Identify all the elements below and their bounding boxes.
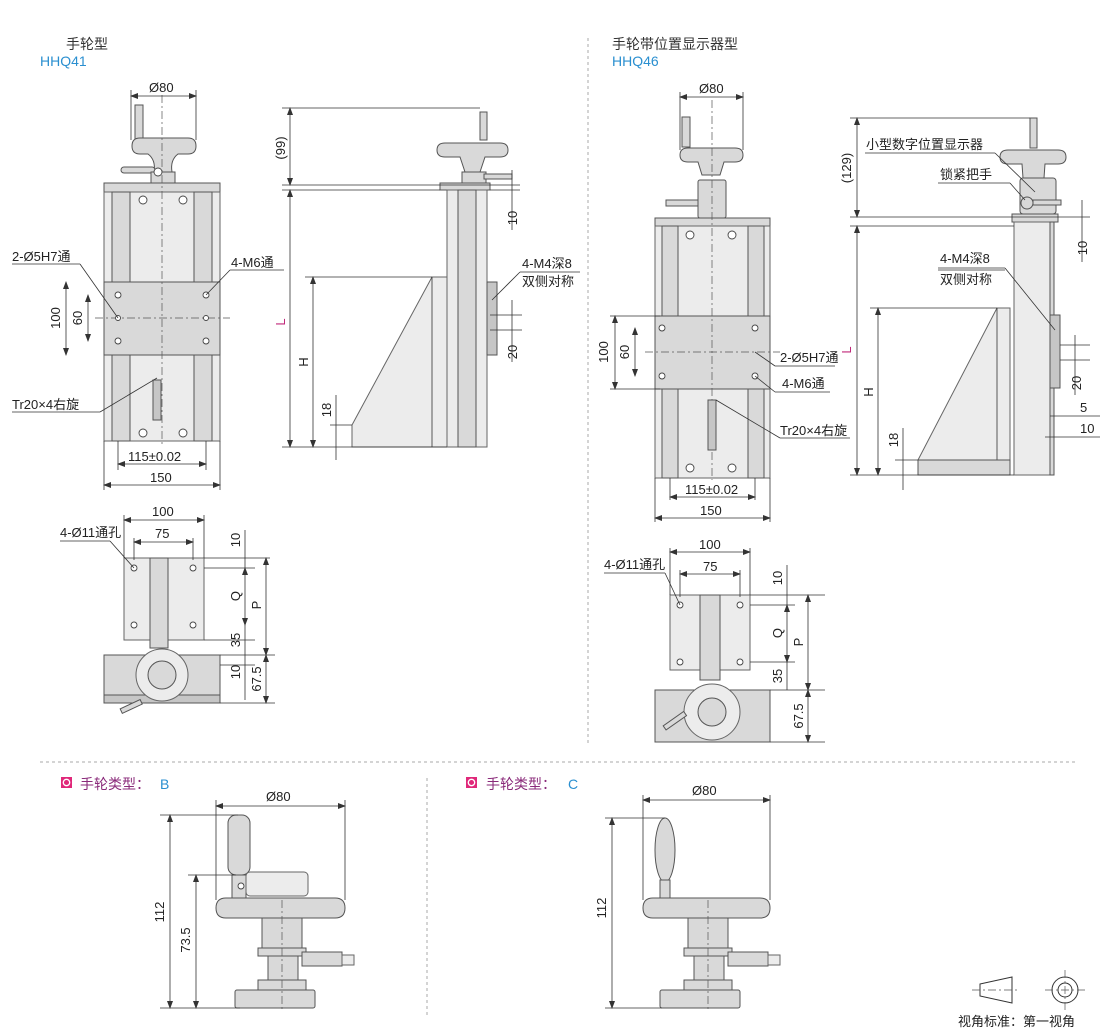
label-digital-display: 小型数字位置显示器 <box>866 137 983 152</box>
dim-dia80-b: Ø80 <box>266 789 291 804</box>
left-side-view <box>351 111 513 448</box>
dim-100: 100 <box>48 307 63 329</box>
dim-P: P <box>249 601 264 610</box>
handwheel <box>131 137 197 173</box>
left-top-view <box>103 557 221 715</box>
dim-top-100-right: 100 <box>699 537 721 552</box>
dim-18: 18 <box>319 403 334 417</box>
dim-115: 115±0.02 <box>128 449 181 464</box>
dim-10-right: 10 <box>1075 241 1090 255</box>
dim-18-right: 18 <box>886 433 901 447</box>
label-pin-hole-right: 2-Ø5H7通 <box>780 350 839 365</box>
type-b-dimensions: Ø80 112 73.5 <box>152 789 346 1009</box>
type-c-label: 手轮类型： <box>486 776 556 792</box>
dim-112-c: 112 <box>594 898 609 919</box>
label-symmetric: 双侧对称 <box>522 274 574 289</box>
handwheel-grip <box>134 104 144 141</box>
left-title: 手轮型 <box>66 36 108 52</box>
label-lock-handle: 锁紧把手 <box>940 167 992 182</box>
right-side-dimensions: (129) 小型数字位置显示器 锁紧把手 L H 18 10 4-M4深8 双侧… <box>839 117 1100 490</box>
right-top-view <box>654 594 771 743</box>
dim-H: H <box>296 357 311 366</box>
dim-20-right: 20 <box>1069 376 1084 390</box>
dim-dia80-c: Ø80 <box>692 783 717 798</box>
dim-35-right: 35 <box>770 669 785 683</box>
label-pin-hole: 2-Ø5H7通 <box>12 249 71 264</box>
dim-67-5: 67.5 <box>249 666 264 691</box>
lock-lever <box>120 166 156 174</box>
label-lead-screw-right: Tr20×4右旋 <box>780 423 847 438</box>
left-front-view <box>95 95 230 445</box>
label-symmetric-right: 双侧对称 <box>940 272 992 287</box>
dim-top-10a: 10 <box>228 533 243 547</box>
dim-67-5-right: 67.5 <box>791 703 806 728</box>
dim-60: 60 <box>70 311 85 325</box>
left-top-dimensions: 100 75 4-Ø11通孔 10 Q 35 10 P 67.5 <box>60 504 275 704</box>
dim-99: (99) <box>273 136 288 159</box>
projection-cone-icon <box>979 976 1013 1004</box>
dim-H-right: H <box>861 387 876 396</box>
dim-Q-right: Q <box>770 628 785 638</box>
dim-35: 35 <box>228 633 243 647</box>
label-mount-holes: 4-Ø11通孔 <box>60 525 121 540</box>
lock-handle <box>1020 196 1034 210</box>
right-front-view <box>645 100 780 480</box>
label-m6-hole: 4-M6通 <box>231 255 274 270</box>
label-m4: 4-M4深8 <box>522 256 572 271</box>
label-mount-holes-right: 4-Ø11通孔 <box>604 557 665 572</box>
dim-top-100: 100 <box>152 504 174 519</box>
dim-129: (129) <box>839 153 854 183</box>
right-front-dimensions: Ø80 100 60 2-Ø5H7通 4-M6通 Tr20×4右旋 115±0.… <box>596 81 850 522</box>
label-m4-right: 4-M4深8 <box>940 251 990 266</box>
dim-L-right: L <box>839 346 854 353</box>
type-c-dimensions: Ø80 112 <box>594 783 771 1009</box>
handwheel-type-b: 手轮类型： B <box>61 776 355 1010</box>
dim-dia80-right: Ø80 <box>699 81 724 96</box>
dim-Q: Q <box>228 591 243 601</box>
right-model-code: HHQ46 <box>612 53 659 69</box>
type-b-label: 手轮类型： <box>80 776 150 792</box>
left-model-code: HHQ41 <box>40 53 87 69</box>
dim-100-right: 100 <box>596 341 611 363</box>
type-c-value: C <box>568 776 578 792</box>
type-b-value: B <box>160 776 169 792</box>
dim-150: 150 <box>150 470 172 485</box>
section-marker-icon <box>466 777 477 788</box>
label-m6-hole-right: 4-M6通 <box>782 376 825 391</box>
dim-L: L <box>273 318 288 325</box>
dim-73-5-b: 73.5 <box>178 927 193 952</box>
dim-150-right: 150 <box>700 503 722 518</box>
dim-20: 20 <box>505 345 520 359</box>
right-title: 手轮带位置显示器型 <box>612 36 738 52</box>
dim-112-b: 112 <box>152 902 167 923</box>
projection-standard-label: 视角标准：第一视角 <box>958 1014 1075 1029</box>
dim-top-75-right: 75 <box>703 559 717 574</box>
dim-10b-right: 10 <box>1080 421 1094 436</box>
handwheel-type-c: 手轮类型： C <box>466 776 781 1010</box>
section-marker-icon <box>61 777 72 788</box>
left-front-dimensions: Ø80 2-Ø5H7通 4-M6通 100 60 Tr20×4右旋 115±0.… <box>12 80 284 490</box>
dim-top-10-right: 10 <box>770 571 785 585</box>
dim-top-10b: 10 <box>228 665 243 679</box>
dim-top-75: 75 <box>155 526 169 541</box>
dim-5-right: 5 <box>1080 400 1087 415</box>
dim-P-right: P <box>791 638 806 647</box>
dim-10: 10 <box>505 211 520 225</box>
first-angle-projection-symbol: 视角标准：第一视角 <box>958 970 1085 1029</box>
right-top-dimensions: 100 75 4-Ø11通孔 10 Q 35 P 67.5 <box>604 537 825 743</box>
dim-115-right: 115±0.02 <box>685 482 738 497</box>
left-side-dimensions: (99) L H 18 10 4-M4深8 双侧对称 20 <box>273 107 580 460</box>
label-lead-screw: Tr20×4右旋 <box>12 397 79 412</box>
dim-dia80: Ø80 <box>149 80 174 95</box>
dim-60-right: 60 <box>617 345 632 359</box>
